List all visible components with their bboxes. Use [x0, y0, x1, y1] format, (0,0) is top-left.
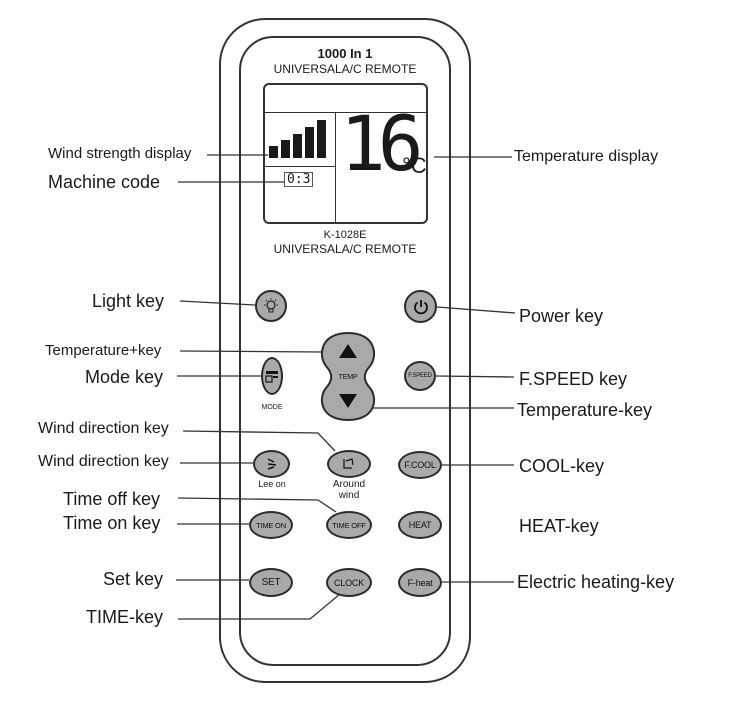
light-button[interactable] — [255, 290, 287, 322]
heat-button[interactable]: HEAT — [398, 511, 442, 539]
triangle-down-icon — [339, 394, 357, 408]
brand-bottom: UNIVERSALA/C REMOTE — [273, 242, 417, 256]
wind-bar-4 — [305, 127, 314, 158]
fspeed-button[interactable]: F.SPEED — [404, 361, 436, 391]
mode-icon — [265, 371, 278, 383]
lcd-divider — [335, 113, 336, 222]
label-time-off-key: Time off key — [63, 489, 161, 509]
label-light-key: Light key — [92, 291, 165, 311]
fheat-button[interactable]: F-heat — [398, 568, 442, 597]
around-wind-icon — [343, 458, 354, 469]
brand-title: 1000 In 1 — [317, 46, 373, 61]
label-mode-key: Mode key — [85, 367, 164, 387]
label-temperature-plus-key: Temperature+key — [45, 342, 162, 359]
wind-bar-1 — [269, 146, 278, 158]
leader-light — [179, 300, 256, 306]
temperature-down-button[interactable] — [330, 386, 366, 416]
lee-on-caption: Lee on — [258, 479, 286, 489]
temperature-up-button[interactable] — [330, 336, 366, 366]
triangle-up-icon — [339, 344, 357, 358]
mode-button[interactable] — [261, 357, 283, 395]
set-button[interactable]: SET — [249, 568, 293, 597]
lcd-screen — [263, 83, 428, 224]
label-power-key: Power key — [519, 306, 604, 326]
time-on-button[interactable]: TIME ON — [249, 511, 293, 539]
leader-fspeed — [435, 375, 515, 378]
label-time-key: TIME-key — [86, 607, 164, 627]
power-icon — [413, 299, 428, 314]
temperature-unit: °C — [402, 153, 427, 178]
label-time-on-key: Time on key — [63, 513, 161, 533]
lcd-top-bar — [265, 85, 426, 113]
time-off-button[interactable]: TIME OFF — [326, 511, 372, 539]
wind-bar-3 — [293, 134, 302, 158]
label-electric-heating-key: Electric heating-key — [517, 572, 675, 592]
leader-around-wind — [182, 430, 336, 452]
wind-bar-2 — [281, 140, 290, 158]
clock-button[interactable]: CLOCK — [326, 568, 372, 597]
label-heat-key: HEAT-key — [519, 516, 599, 536]
label-fspeed-key: F.SPEED key — [519, 369, 628, 389]
label-wind-direction-key-2: Wind direction key — [38, 453, 169, 470]
lcd-left-divider — [265, 166, 335, 167]
leader-power — [436, 306, 516, 314]
label-wind-direction-key-1: Wind direction key — [38, 420, 169, 437]
lee-on-button[interactable] — [253, 450, 290, 478]
label-temperature-minus-key: Temperature-key — [517, 400, 653, 420]
brand-subtitle: UNIVERSALA/C REMOTE — [273, 62, 417, 76]
label-cool-key: COOL-key — [519, 456, 605, 476]
swing-icon — [267, 458, 276, 470]
label-set-key: Set key — [103, 569, 164, 589]
temp-center-label: TEMP — [338, 373, 358, 381]
machine-code-readout: 0:3 — [284, 172, 314, 187]
leader-clock — [178, 593, 341, 620]
lightbulb-icon — [264, 298, 278, 313]
mode-caption: MODE — [261, 404, 283, 411]
label-temperature-display: Temperature display — [514, 148, 659, 165]
label-machine-code: Machine code — [48, 172, 161, 192]
model-number: K-1028E — [323, 229, 367, 241]
fcool-button[interactable]: F.COOL — [398, 451, 442, 479]
around-wind-caption: Around wind — [332, 479, 366, 501]
power-button[interactable] — [404, 290, 437, 323]
leader-time-off — [177, 497, 337, 513]
around-wind-button[interactable] — [327, 450, 371, 478]
leader-temp-plus — [179, 350, 324, 353]
label-wind-strength-display: Wind strength display — [48, 145, 192, 162]
wind-bar-5 — [317, 120, 326, 158]
